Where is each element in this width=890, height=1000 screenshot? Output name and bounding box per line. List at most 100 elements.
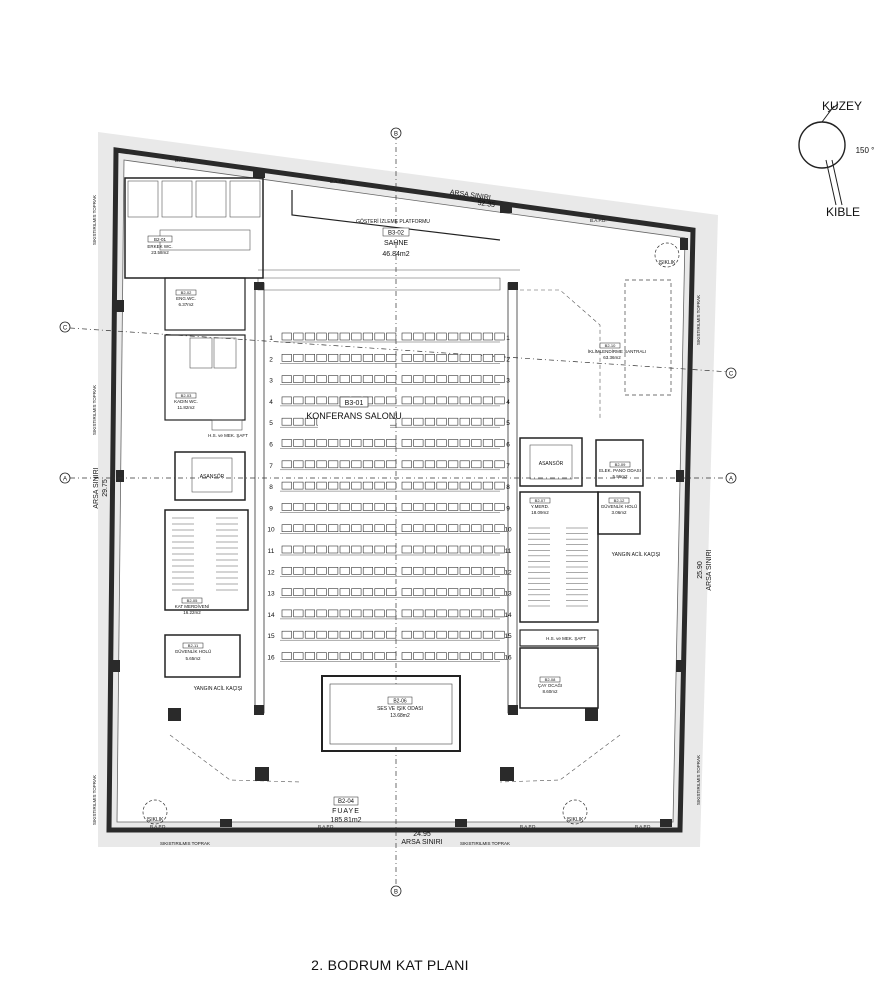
seat — [351, 630, 362, 639]
seat — [316, 652, 327, 660]
seat — [482, 481, 494, 490]
seat — [351, 332, 362, 341]
space-area-elek-pano: 5.96m2 — [612, 474, 628, 479]
seat — [471, 353, 482, 362]
seat — [482, 609, 494, 618]
seat — [494, 417, 505, 426]
seat — [386, 481, 397, 490]
seat — [374, 588, 385, 596]
seat — [436, 439, 447, 447]
elevator-label-left: ASANSÖR — [200, 473, 225, 480]
seat — [482, 524, 494, 533]
seat — [424, 524, 436, 533]
seat — [374, 481, 385, 490]
seat — [471, 417, 482, 426]
seat — [424, 566, 436, 575]
seat — [386, 545, 397, 554]
seat — [436, 353, 447, 362]
space-name-guvenlik-right: GÜVENLİK HOLÜ — [601, 503, 638, 509]
seat — [304, 609, 316, 618]
seat — [459, 652, 470, 660]
space-code-b2-05: B2-05 — [187, 598, 198, 603]
seat — [316, 375, 327, 383]
row-number: 4 — [506, 399, 510, 406]
row-number: 13 — [504, 591, 512, 598]
seat — [304, 503, 316, 511]
seat — [293, 375, 304, 383]
seat — [339, 332, 350, 341]
seat — [413, 332, 424, 341]
seat — [471, 375, 482, 383]
seat — [494, 332, 505, 341]
seat — [459, 460, 470, 469]
space-name-kadin-wc: KADIN WC. — [174, 399, 198, 404]
seat — [374, 353, 385, 362]
seat — [401, 652, 412, 660]
seat — [386, 652, 397, 660]
seat — [351, 481, 362, 490]
boundary-right-label: ARSA SINIRI — [706, 549, 713, 590]
row-number: 15 — [267, 633, 275, 640]
seat — [304, 439, 316, 447]
seat — [374, 609, 385, 618]
wall-code-tag: B.A.P.D. — [175, 158, 192, 163]
seat — [436, 545, 447, 554]
seat — [424, 460, 436, 469]
seat — [448, 588, 459, 596]
seat — [281, 417, 292, 426]
seat — [339, 481, 350, 490]
accessible-wc: B2-02 ENG.WC. 6.37m2 — [164, 277, 246, 331]
seat — [413, 609, 424, 618]
seat — [401, 609, 412, 618]
seat — [494, 652, 505, 660]
seat — [304, 460, 316, 469]
seat — [374, 545, 385, 554]
seat — [413, 481, 424, 490]
seat — [328, 630, 339, 639]
seat — [281, 332, 292, 341]
seat — [424, 503, 436, 511]
seat — [459, 630, 470, 639]
seat — [362, 353, 374, 362]
seat — [424, 353, 436, 362]
seat — [471, 630, 482, 639]
seat — [281, 630, 292, 639]
seat — [281, 503, 292, 511]
seat — [351, 566, 362, 575]
wall-code-tag: B.A.P.D. — [520, 824, 537, 829]
seat — [281, 545, 292, 554]
seat — [316, 630, 327, 639]
tea-kitchen: B2-08 ÇAY OCAĞI 8.60m2 — [519, 647, 599, 709]
seat — [413, 396, 424, 405]
space-name-eng-wc: ENG.WC. — [176, 296, 196, 301]
space-name-cay-ocagi: ÇAY OCAĞI — [538, 682, 563, 688]
seat — [459, 566, 470, 575]
compass-qibla-label: KIBLE — [826, 205, 860, 219]
seat — [316, 332, 327, 341]
space-name-erkek-wc: ERKEK WC. — [147, 244, 172, 249]
seat — [459, 545, 470, 554]
seat — [328, 439, 339, 447]
space-area-iklimlendirme: 63.36m2 — [603, 355, 621, 360]
seat — [494, 609, 505, 618]
seat — [482, 630, 494, 639]
seat — [362, 375, 374, 383]
seat — [316, 609, 327, 618]
row-number: 9 — [506, 505, 510, 512]
seat — [339, 588, 350, 596]
seat — [304, 417, 316, 426]
seat — [293, 609, 304, 618]
seat-row — [280, 481, 505, 492]
seat — [471, 588, 482, 596]
space-code-b2-02: B2-02 — [181, 290, 192, 295]
seat — [362, 588, 374, 596]
skylight-bottom-left: IŞIKLIK — [142, 799, 168, 825]
wall-code-tag: B.A.P.D. — [150, 824, 167, 829]
seat — [362, 545, 374, 554]
seat — [482, 588, 494, 596]
seat — [293, 566, 304, 575]
space-area-guvenlik-left: 5.65m2 — [185, 656, 201, 661]
seat — [448, 652, 459, 660]
seat — [362, 609, 374, 618]
seat-row — [280, 609, 505, 620]
